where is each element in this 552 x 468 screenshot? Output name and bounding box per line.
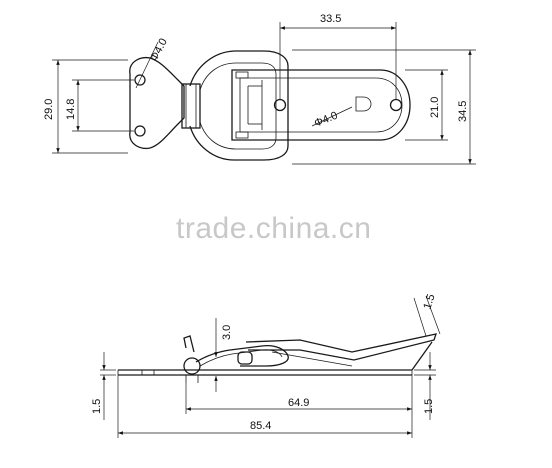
dim-plate-height-label: 29.0 bbox=[43, 99, 55, 120]
dim-thickness-left-label: 1.5 bbox=[91, 399, 103, 414]
plate-hole-bottom bbox=[134, 125, 146, 137]
wire-loop bbox=[189, 50, 289, 161]
dim-overall-length-label: 85.4 bbox=[250, 420, 271, 432]
top-view: 33.5 Φ4.0 29.0 14.8 Φ4.0 21.0 34.5 bbox=[43, 13, 476, 165]
dim-thickness-top-label: 1.5 bbox=[421, 293, 437, 311]
plate-hole-top bbox=[134, 74, 146, 86]
latch-hole-left bbox=[273, 98, 287, 112]
dim-thickness-wire-label: 3.0 bbox=[221, 325, 233, 340]
dim-plate-hole-label: Φ4.0 bbox=[148, 37, 170, 64]
side-view: 1.5 3.0 1.5 64.9 1.5 85.4 bbox=[91, 293, 441, 438]
dim-width-label: 33.5 bbox=[320, 13, 341, 25]
side-wire-loop bbox=[195, 344, 289, 367]
latch-d-slot bbox=[355, 96, 372, 112]
dim-hole-spacing-label: 14.8 bbox=[65, 99, 77, 120]
latch-hole-right bbox=[389, 98, 403, 112]
dim-latch-hole-label: Φ4.0 bbox=[313, 110, 340, 130]
mounting-plate bbox=[129, 56, 185, 150]
dim-thickness-right-label: 1.5 bbox=[423, 399, 435, 414]
dim-inner-height-label: 21.0 bbox=[429, 97, 441, 118]
side-latch-arm bbox=[245, 333, 437, 361]
watermark: trade.china.cn bbox=[176, 212, 371, 245]
dim-length-label: 64.9 bbox=[288, 397, 309, 409]
hinge-barrel bbox=[181, 83, 201, 129]
latch-body bbox=[231, 69, 411, 141]
dim-overall-height-label: 34.5 bbox=[457, 101, 469, 122]
